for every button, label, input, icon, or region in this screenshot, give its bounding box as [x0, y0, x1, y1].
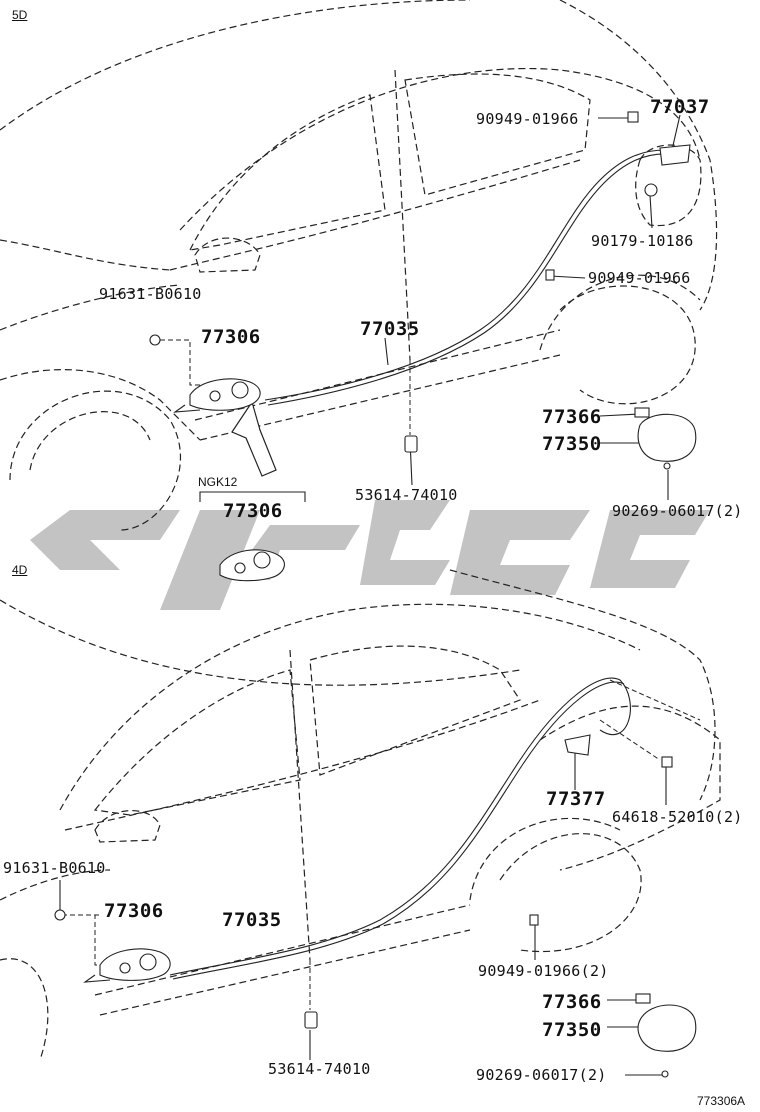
roof-outline-top	[179, 67, 701, 231]
hood-bottom	[0, 869, 111, 901]
part-90269-06017-label-b: 90269-06017(2)	[476, 1066, 607, 1084]
part-77306-label-c: 77306	[104, 900, 164, 922]
variant-label-ngk12: NGK12	[198, 475, 238, 489]
window-rear-top	[404, 73, 591, 196]
part-77306-label-a: 77306	[201, 326, 261, 348]
lock-assembly-ngk	[219, 549, 285, 582]
part-77366-label-b: 77366	[542, 991, 602, 1013]
arrow-indicator	[231, 400, 277, 477]
rear-arch-top	[539, 274, 701, 351]
door-line-top	[394, 69, 411, 361]
cable-77035-bottom-2	[172, 681, 625, 980]
cable-77035-top	[264, 149, 666, 401]
section-label-5d: 5D	[12, 8, 28, 22]
part-90269-06017-label-a: 90269-06017(2)	[612, 502, 743, 520]
sill-bottom-1	[99, 929, 471, 1016]
part-77306-label-b: 77306	[223, 500, 283, 522]
part-77035-label-b: 77035	[222, 909, 282, 931]
part-77037-label: 77037	[650, 96, 710, 118]
roof-outline-bottom	[59, 603, 641, 811]
part-77350-label-a: 77350	[542, 433, 602, 455]
part-90179-10186-label: 90179-10186	[591, 232, 694, 250]
rear-arch-bottom	[469, 817, 621, 901]
part-77377-label: 77377	[546, 788, 606, 810]
fuel-lid-top	[637, 413, 697, 462]
fuel-lid-lock-bottom	[564, 734, 591, 756]
rear-wheel-bottom	[499, 833, 642, 952]
front-wheel-bottom	[0, 958, 49, 1061]
part-91631-b0610-label-a: 91631-B0610	[99, 285, 202, 303]
door-line-bottom	[289, 649, 311, 961]
part-90949-01966-label-c: 90949-01966(2)	[478, 962, 609, 980]
mirror-bottom	[94, 810, 161, 843]
window-front-bottom	[93, 669, 301, 816]
fuel-lid-bottom	[637, 1004, 697, 1052]
part-64618-52010-label: 64618-52010(2)	[612, 808, 743, 826]
front-wheel-inner-top	[29, 411, 151, 471]
mirror-top	[194, 237, 261, 273]
body-side-top	[169, 159, 581, 271]
front-wheel-top	[9, 390, 181, 531]
hood-top	[0, 239, 171, 271]
fender-top	[0, 368, 201, 441]
roof-line-top	[0, 0, 471, 131]
figure-id: 773306A	[697, 1094, 746, 1108]
part-77035-label-a: 77035	[360, 318, 420, 340]
lock-assembly-top	[173, 378, 261, 413]
window-rear-bottom	[309, 645, 521, 776]
part-90949-01966-label-a: 90949-01966	[476, 110, 579, 128]
cable-77035-bottom	[169, 677, 631, 976]
part-53614-74010-label-b: 53614-74010	[268, 1060, 371, 1078]
sill-bottom-2	[94, 904, 471, 996]
rear-pillar-top	[559, 0, 718, 311]
roof-line-bottom	[0, 599, 521, 686]
part-90949-01966-label-b: 90949-01966	[588, 269, 691, 287]
part-77350-label-b: 77350	[542, 1019, 602, 1041]
rear-deck-bottom	[449, 569, 716, 801]
rear-wheel-top	[559, 285, 696, 405]
part-91631-b0610-label-b: 91631-B0610	[3, 859, 106, 877]
sill-top-1	[199, 354, 561, 441]
cable-77035-top-2	[267, 153, 669, 406]
window-front-top	[188, 94, 386, 251]
fuel-door-outline-top	[635, 144, 702, 227]
hood-top-2	[0, 284, 181, 331]
section-label-4d: 4D	[12, 563, 28, 577]
fuel-lid-opener-top	[659, 144, 691, 166]
part-77366-label-a: 77366	[542, 406, 602, 428]
part-53614-74010-label-a: 53614-74010	[355, 486, 458, 504]
lock-assembly-bottom	[83, 948, 171, 983]
body-side-bottom	[64, 699, 541, 831]
